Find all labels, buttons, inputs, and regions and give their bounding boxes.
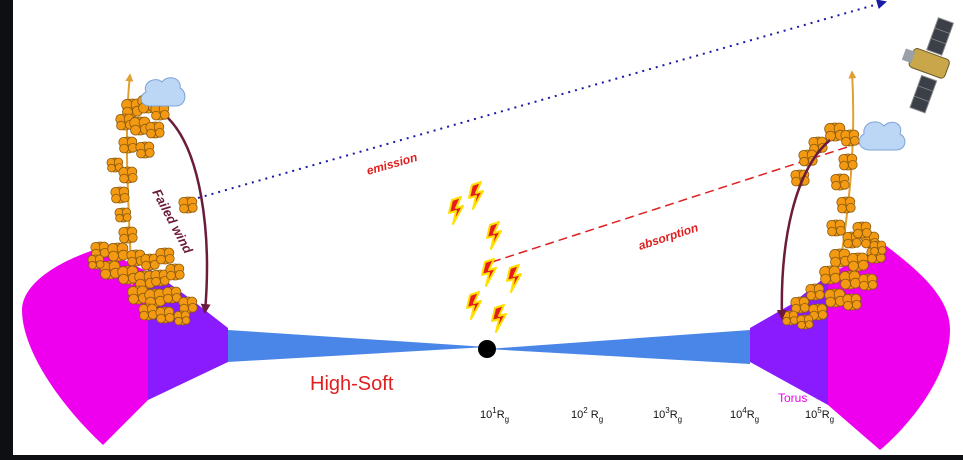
- cloud-blob: [135, 141, 155, 159]
- right-failed-wind-arrow: [776, 139, 831, 320]
- cloud-blob: [87, 254, 105, 270]
- torus-label: Torus: [778, 391, 807, 405]
- absorption-line: [491, 128, 902, 263]
- cloud-blob: [110, 186, 130, 204]
- cloud-blob: [162, 286, 182, 304]
- cloud-blob: [824, 122, 846, 142]
- cloud-blob: [869, 240, 887, 256]
- left-torus: [22, 248, 148, 445]
- satellite-icon: [901, 17, 955, 114]
- cloud-blob: [808, 303, 828, 321]
- left-failed-wind-clouds: [87, 94, 198, 326]
- cloud-blob: [781, 310, 799, 326]
- cloud-blob: [150, 269, 170, 287]
- cloud-blob: [839, 270, 861, 290]
- right-blue-cloud: [858, 121, 906, 151]
- cloud-blob: [145, 121, 165, 139]
- cloud-blob: [99, 260, 121, 280]
- cloud-blob: [796, 314, 814, 330]
- cloud-blob: [155, 247, 175, 265]
- scale-tick-label: 105Rg: [805, 406, 834, 424]
- cloud-blob: [824, 288, 846, 308]
- scale-tick-label: 103Rg: [653, 406, 682, 424]
- cloud-blob: [107, 242, 129, 262]
- cloud-blob: [118, 166, 138, 184]
- scale-tick-label: 101Rg: [480, 406, 509, 424]
- cloud-blob: [144, 288, 166, 308]
- cloud-blob: [178, 196, 198, 214]
- cloud-blob: [790, 296, 810, 314]
- cloud-blob: [114, 207, 132, 223]
- scale-tick-label: 102 Rg: [571, 406, 603, 424]
- cloud-blob: [165, 263, 185, 281]
- cloud-blob: [840, 129, 860, 147]
- emission-line: [197, 0, 887, 199]
- cloud-blob: [830, 173, 850, 191]
- cloud-blob: [858, 273, 878, 291]
- cloud-blob: [805, 283, 825, 301]
- cloud-blob: [173, 310, 191, 326]
- cloud-blob: [140, 253, 160, 271]
- cloud-blob: [838, 153, 858, 171]
- cloud-blob: [150, 103, 170, 121]
- cloud-blob: [178, 296, 198, 314]
- cloud-blob: [852, 221, 872, 239]
- cloud-blob: [826, 219, 846, 237]
- black-hole: [478, 340, 496, 358]
- cloud-blob: [155, 306, 175, 324]
- right-failed-wind-clouds: [781, 122, 887, 330]
- cloud-blob: [118, 136, 138, 154]
- cloud-blob: [819, 265, 841, 285]
- left-failed-wind-arrow: [167, 117, 211, 314]
- cloud-blob: [829, 248, 851, 268]
- cloud-blob: [836, 196, 856, 214]
- right-accretion-disk: [487, 330, 750, 364]
- state-label: High-Soft: [310, 373, 394, 395]
- cloud-blob: [118, 226, 138, 244]
- cloud-blob: [117, 265, 139, 285]
- left-accretion-disk: [228, 330, 487, 362]
- cloud-blob: [138, 303, 158, 321]
- left-blue-cloud: [140, 77, 186, 107]
- scale-tick-label: 104Rg: [730, 406, 759, 424]
- cloud-blob: [842, 293, 862, 311]
- cloud-blob: [847, 252, 869, 272]
- radius-scale: 101Rg 102 Rg 103Rg 104Rg 105Rg: [480, 406, 834, 424]
- cloud-blob: [106, 157, 124, 173]
